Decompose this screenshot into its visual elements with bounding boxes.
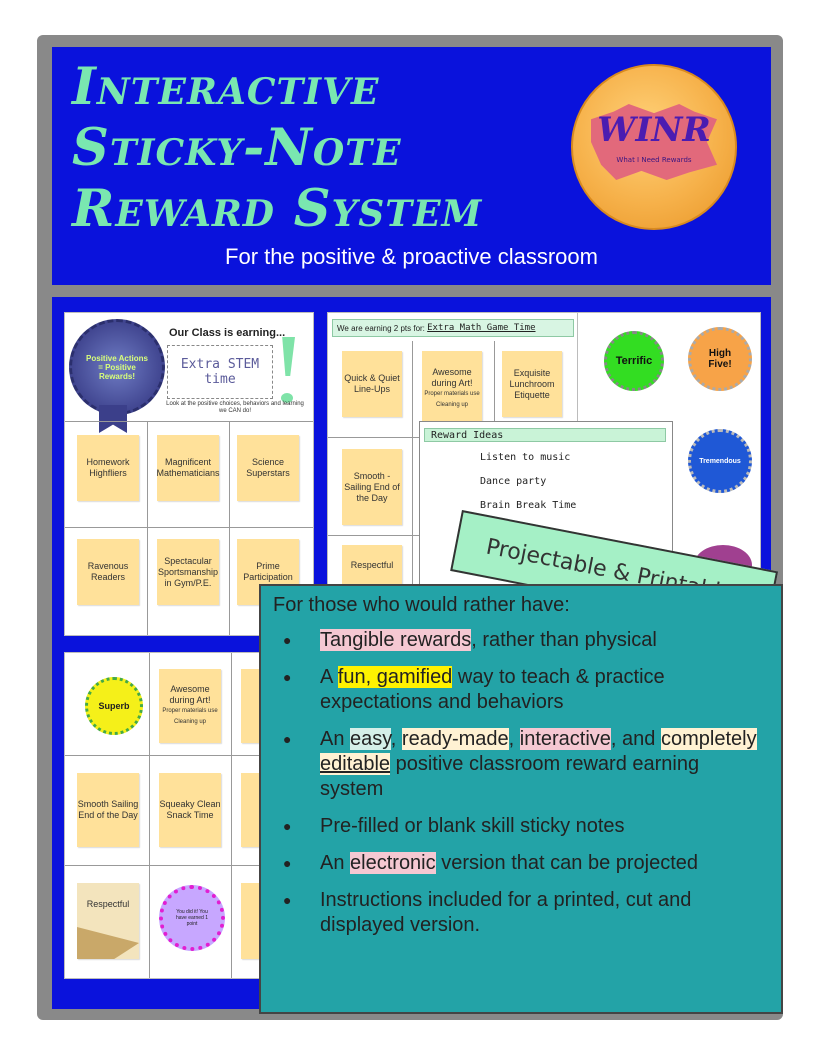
page-title: Interactive Sticky-Note Reward System: [72, 57, 482, 240]
grid-line: [229, 421, 230, 635]
grid-line: [147, 421, 148, 635]
logo-main-text: WINR: [597, 110, 711, 150]
sticky-note[interactable]: Smooth - Sailing End of the Day: [342, 449, 402, 525]
earning-label: Our Class is earning...: [169, 327, 286, 339]
sticky-note[interactable]: Magnificent Mathematicians: [156, 435, 220, 501]
feature-text: An: [320, 728, 351, 750]
positive-actions-ribbon-badge: Positive Actions = Positive Rewards!: [69, 319, 165, 415]
grid-line: [65, 421, 313, 422]
feature-text: , rather than physical: [471, 629, 657, 651]
terrific-badge: Terrific: [604, 331, 664, 391]
feature-text: fun, gamified: [337, 666, 453, 688]
grid-line: [412, 341, 413, 588]
winr-logo: WINR What I Need Rewards: [571, 64, 737, 230]
sticky-note[interactable]: Squeaky Clean Snack Time: [159, 773, 221, 847]
exclamation-icon: [282, 337, 295, 376]
features-intro: For those who would rather have:: [273, 594, 570, 616]
ribbon-tail: [99, 405, 127, 433]
feature-text: easy: [350, 728, 391, 750]
grid-line: [65, 527, 313, 528]
logo-burst-shape: [591, 104, 717, 180]
sticky-note[interactable]: Awesome during Art! Proper materials use…: [159, 669, 221, 743]
feature-text: ,: [390, 728, 402, 750]
feature-item: A fun, gamified way to teach & practice …: [283, 665, 763, 715]
earned-point-badge: You did it! You have earned 1 point: [159, 885, 225, 951]
grid-line: [149, 653, 150, 978]
feature-item: Instructions included for a printed, cut…: [283, 888, 763, 938]
feature-text: Pre-filled or blank skill sticky notes: [320, 815, 625, 837]
feature-text: ready-made: [401, 728, 509, 750]
sticky-note[interactable]: Science Superstars: [237, 435, 299, 501]
title-line-3: Reward System: [72, 179, 483, 239]
sticky-note[interactable]: Smooth Sailing End of the Day: [77, 773, 139, 847]
tremendous-badge: Tremendous: [688, 429, 752, 493]
feature-item: Pre-filled or blank skill sticky notes: [283, 814, 763, 839]
earning-note: Look at the positive choices, behaviors …: [166, 401, 304, 414]
grid-line: [65, 755, 313, 756]
features-list: Tangible rewards, rather than physical A …: [283, 628, 763, 950]
feature-text: , and: [610, 728, 661, 750]
high-five-badge: High Five!: [688, 327, 752, 391]
exclamation-dot: [281, 393, 293, 403]
sticky-note[interactable]: Homework Highfliers: [77, 435, 139, 501]
sticky-note[interactable]: Awesome during Art! Proper materials use…: [422, 351, 482, 427]
feature-text: version that can be projected: [435, 852, 699, 874]
sticky-note[interactable]: Spectacular Sportsmanship in Gym/P.E.: [157, 539, 219, 605]
logo-tagline: What I Need Rewards: [616, 156, 692, 164]
middle-header-bar: We are earning 2 pts for: Extra Math Gam…: [332, 319, 574, 337]
preview-left-top: Positive Actions = Positive Rewards! Our…: [64, 312, 314, 636]
grid-line: [231, 653, 232, 978]
reward-idea-item: Listen to music: [480, 452, 571, 463]
feature-item: Tangible rewards, rather than physical: [283, 628, 763, 653]
title-line-1: Interactive: [72, 57, 380, 117]
grid-line: [65, 865, 313, 866]
subtitle: For the positive & proactive classroom: [225, 244, 598, 269]
sticky-note-folded[interactable]: Respectful: [77, 883, 139, 959]
feature-text: positive classroom reward earning system: [320, 753, 700, 800]
preview-left-bottom: Superb Awesome during Art! Proper materi…: [64, 652, 314, 979]
feature-text: Tangible rewards: [320, 629, 472, 651]
earning-value-box: Extra STEM time: [167, 345, 273, 399]
sticky-note[interactable]: Ravenous Readers: [77, 539, 139, 605]
sticky-note[interactable]: Respectful: [342, 545, 402, 585]
superb-badge: Superb: [85, 677, 143, 735]
feature-text: Instructions included for a printed, cut…: [320, 889, 692, 936]
reward-ideas-title: Reward Ideas: [424, 428, 666, 442]
feature-text: interactive: [519, 728, 611, 750]
feature-text: electronic: [350, 852, 436, 874]
feature-item: An electronic version that can be projec…: [283, 851, 763, 876]
feature-item: An easy, ready-made, interactive, and co…: [283, 727, 763, 802]
reward-idea-item: Brain Break Time: [480, 500, 577, 511]
feature-text: editable: [320, 753, 391, 775]
sticky-note[interactable]: Exquisite Lunchroom Etiquette: [502, 351, 562, 417]
title-line-2: Sticky-Note: [72, 118, 402, 178]
reward-idea-item: Dance party: [480, 476, 547, 487]
feature-text: ,: [508, 728, 520, 750]
feature-text: An: [320, 852, 351, 874]
folded-corner: [77, 927, 139, 959]
feature-text: A: [320, 666, 338, 688]
feature-text: way to teach & practice expectations and…: [320, 666, 665, 713]
feature-text: completely: [660, 728, 757, 750]
sticky-note[interactable]: Quick & Quiet Line-Ups: [342, 351, 402, 417]
